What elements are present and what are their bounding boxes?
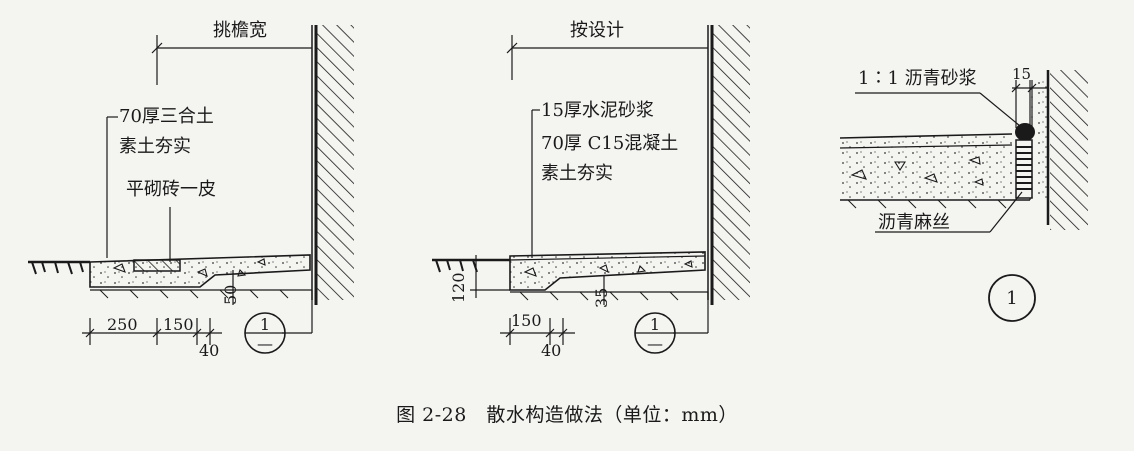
dim-label-40-a: 40 bbox=[199, 341, 220, 360]
width-label-a: 挑檐宽 bbox=[213, 20, 267, 41]
detail-slab bbox=[840, 134, 1012, 200]
dim-label-120: 120 bbox=[449, 272, 468, 303]
detail-label-bitumen-mortar: 1∶1 沥青砂浆 bbox=[858, 68, 977, 89]
wall-hatch-a bbox=[316, 25, 354, 300]
detail-ref-circle-c bbox=[988, 274, 1036, 322]
layer-label-b-3: 素土夯实 bbox=[541, 163, 613, 184]
layer-label-b-2: 70厚 C15混凝土 bbox=[541, 133, 679, 154]
dim-label-50: 50 bbox=[221, 284, 240, 305]
dim-label-150-b: 150 bbox=[511, 311, 542, 330]
figure-caption: 图 2-28 散水构造做法（单位：mm） bbox=[396, 404, 738, 426]
brick-a bbox=[133, 259, 181, 272]
width-label-b: 按设计 bbox=[570, 20, 624, 41]
dim-label-40-b: 40 bbox=[541, 341, 562, 360]
layer-label-a-2: 素土夯实 bbox=[119, 136, 191, 157]
detail-ref-a-sheet: — bbox=[257, 334, 273, 353]
detail-wall-hatch bbox=[1050, 70, 1088, 230]
dim-label-35: 35 bbox=[592, 287, 611, 308]
layer-label-b-1: 15厚水泥砂浆 bbox=[541, 100, 654, 121]
diagram-a bbox=[28, 25, 354, 354]
detail-dim-15: 15 bbox=[1012, 65, 1032, 83]
diagram-b bbox=[432, 25, 750, 354]
dim-label-150-a: 150 bbox=[163, 315, 194, 334]
wall-hatch-b bbox=[712, 25, 750, 300]
detail-1 bbox=[839, 70, 1088, 322]
brick-label-a: 平砌砖一皮 bbox=[126, 179, 216, 200]
layer-label-a-1: 70厚三合土 bbox=[119, 106, 214, 127]
detail-ref-a-number: 1 bbox=[259, 315, 271, 334]
detail-ref-b-sheet: — bbox=[647, 334, 663, 353]
dim-label-250: 250 bbox=[107, 315, 138, 334]
detail-ref-number: 1 bbox=[1006, 288, 1018, 309]
detail-ref-b-number: 1 bbox=[649, 315, 661, 334]
detail-label-bitumen-jute: 沥青麻丝 bbox=[878, 212, 950, 233]
